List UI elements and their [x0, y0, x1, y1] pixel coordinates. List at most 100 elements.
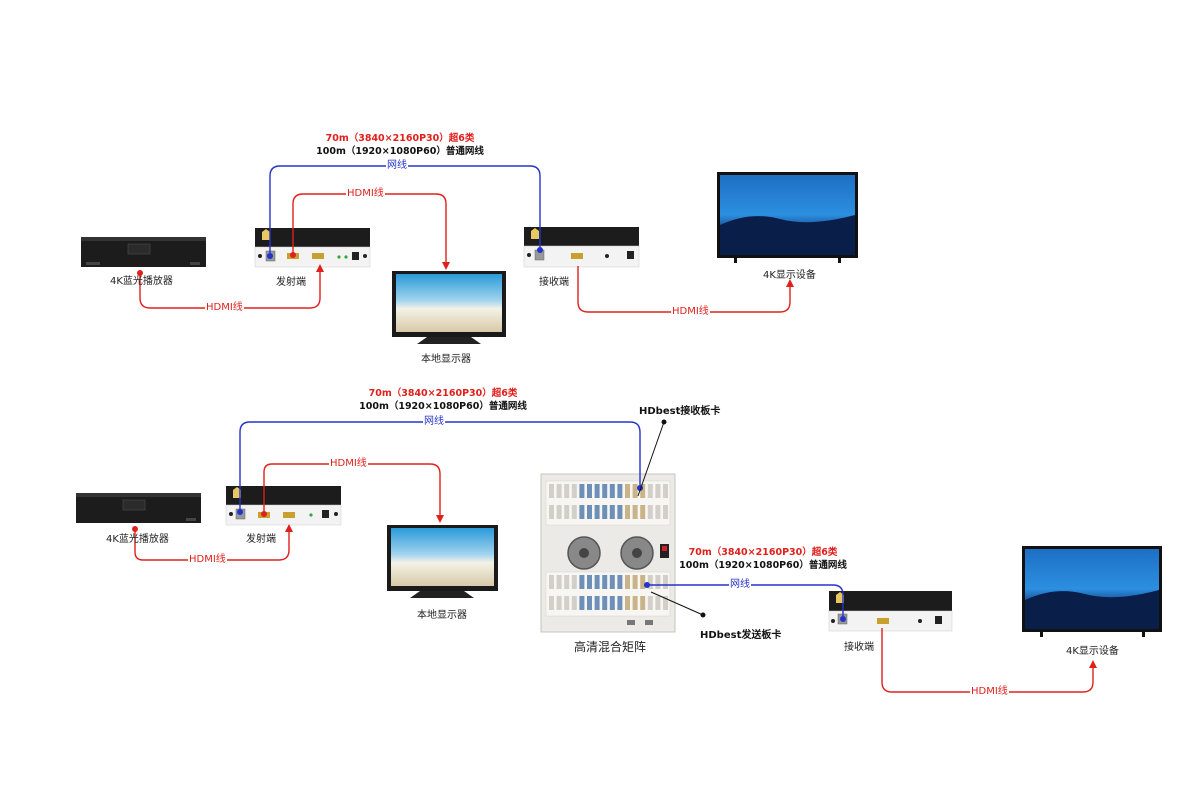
card-slot	[632, 575, 638, 589]
4k-display-bottom	[1022, 546, 1162, 637]
card-slot	[647, 484, 653, 498]
card-slot	[609, 484, 615, 498]
card-slot	[571, 484, 577, 498]
transmitter-top	[254, 228, 371, 268]
card-slot	[663, 596, 668, 610]
card-slot	[632, 505, 638, 519]
card-slot	[571, 596, 577, 610]
card-slot	[556, 505, 562, 519]
tx-card-label: HDbest发送板卡	[700, 630, 782, 641]
card-slot	[617, 505, 623, 519]
card-slot	[594, 484, 600, 498]
rx-card-pointer	[637, 421, 665, 497]
4k-display-top	[717, 172, 858, 263]
spec-matrix-out: 70m（3840×2160P30）超6类 100m（1920×1080P60）普…	[668, 546, 858, 572]
card-slot	[640, 575, 646, 589]
card-slot	[625, 596, 630, 610]
card-slot	[571, 575, 577, 589]
network-label-matrix-out: 网线	[729, 579, 751, 590]
transmitter-label-bottom: 发射端	[246, 534, 276, 545]
card-slot	[556, 484, 562, 498]
card-slot	[594, 505, 600, 519]
hdmi-display-label-bottom: HDMI线	[970, 686, 1009, 697]
card-slot	[579, 505, 585, 519]
network-cable-matrix-out	[647, 584, 844, 619]
card-slot	[655, 484, 661, 498]
card-slot	[556, 575, 562, 589]
card-slot	[663, 484, 668, 498]
card-slot	[647, 575, 653, 589]
local-monitor-bottom	[387, 525, 498, 598]
card-slot	[587, 505, 592, 519]
card-slot	[640, 484, 646, 498]
hdmi-display-label-top: HDMI线	[671, 306, 710, 317]
spec-top-line1: 70m（3840×2160P30）超6类	[325, 133, 475, 144]
spec-top-line2: 100m（1920×1080P60）普通网线	[316, 146, 484, 157]
card-slot	[655, 575, 661, 589]
card-slot	[625, 505, 630, 519]
card-slot	[640, 596, 646, 610]
card-slot	[625, 575, 630, 589]
card-slot	[625, 484, 630, 498]
card-slot	[617, 484, 623, 498]
player-label-top: 4K蓝光播放器	[110, 276, 173, 287]
card-slot	[602, 596, 608, 610]
card-slot	[564, 575, 570, 589]
network-label-top: 网线	[386, 160, 408, 171]
hdmi-local-label-top: HDMI线	[346, 188, 385, 199]
hdmi-local-label-bottom: HDMI线	[329, 458, 368, 469]
card-slot	[663, 505, 668, 519]
hdmi-source-label-top: HDMI线	[205, 302, 244, 313]
card-slot	[647, 596, 653, 610]
card-slot	[549, 596, 554, 610]
tx-card-slots	[549, 575, 668, 610]
hdmi-source-label-bottom: HDMI线	[188, 554, 227, 565]
receiver-bottom	[828, 591, 953, 632]
display-label-top: 4K显示设备	[763, 270, 816, 281]
card-slot	[571, 505, 577, 519]
receiver-label-bottom: 接收端	[844, 642, 874, 653]
card-slot	[594, 596, 600, 610]
hdmi-cable-display-bottom	[881, 628, 1097, 693]
card-slot	[632, 596, 638, 610]
card-slot	[587, 575, 592, 589]
card-slot	[602, 505, 608, 519]
card-slot	[564, 505, 570, 519]
local-display-label-top: 本地显示器	[421, 354, 471, 365]
card-slot	[655, 596, 661, 610]
hd-mixed-matrix	[540, 473, 676, 633]
card-slot	[609, 575, 615, 589]
card-slot	[564, 596, 570, 610]
network-label-bottom: 网线	[423, 416, 445, 427]
card-slot	[617, 596, 623, 610]
bluray-player-top	[81, 237, 206, 267]
spec-matrix-out-line2: 100m（1920×1080P60）普通网线	[679, 560, 847, 571]
card-slot	[640, 505, 646, 519]
player-label-bottom: 4K蓝光播放器	[106, 534, 169, 545]
display-label-bottom: 4K显示设备	[1066, 646, 1119, 657]
card-slot	[564, 484, 570, 498]
spec-matrix-out-line1: 70m（3840×2160P30）超6类	[688, 547, 838, 558]
card-slot	[663, 575, 668, 589]
spec-bottom-line1: 70m（3840×2160P30）超6类	[368, 388, 518, 399]
card-slot	[602, 575, 608, 589]
card-slot	[609, 596, 615, 610]
card-slot	[587, 596, 592, 610]
spec-bottom: 70m（3840×2160P30）超6类 100m（1920×1080P60）普…	[343, 387, 543, 413]
local-display-label-bottom: 本地显示器	[417, 610, 467, 621]
card-slot	[617, 575, 623, 589]
card-slot	[549, 484, 554, 498]
card-slot	[602, 484, 608, 498]
spec-top: 70m（3840×2160P30）超6类 100m（1920×1080P60）普…	[300, 132, 500, 158]
card-slot	[655, 505, 661, 519]
card-slot	[632, 484, 638, 498]
card-slot	[579, 484, 585, 498]
card-slot	[609, 505, 615, 519]
tx-card-pointer	[650, 591, 704, 616]
card-slot	[647, 505, 653, 519]
card-slot	[549, 505, 554, 519]
card-slot	[549, 575, 554, 589]
receiver-label-top: 接收端	[539, 277, 569, 288]
bluray-player-bottom	[76, 493, 201, 523]
